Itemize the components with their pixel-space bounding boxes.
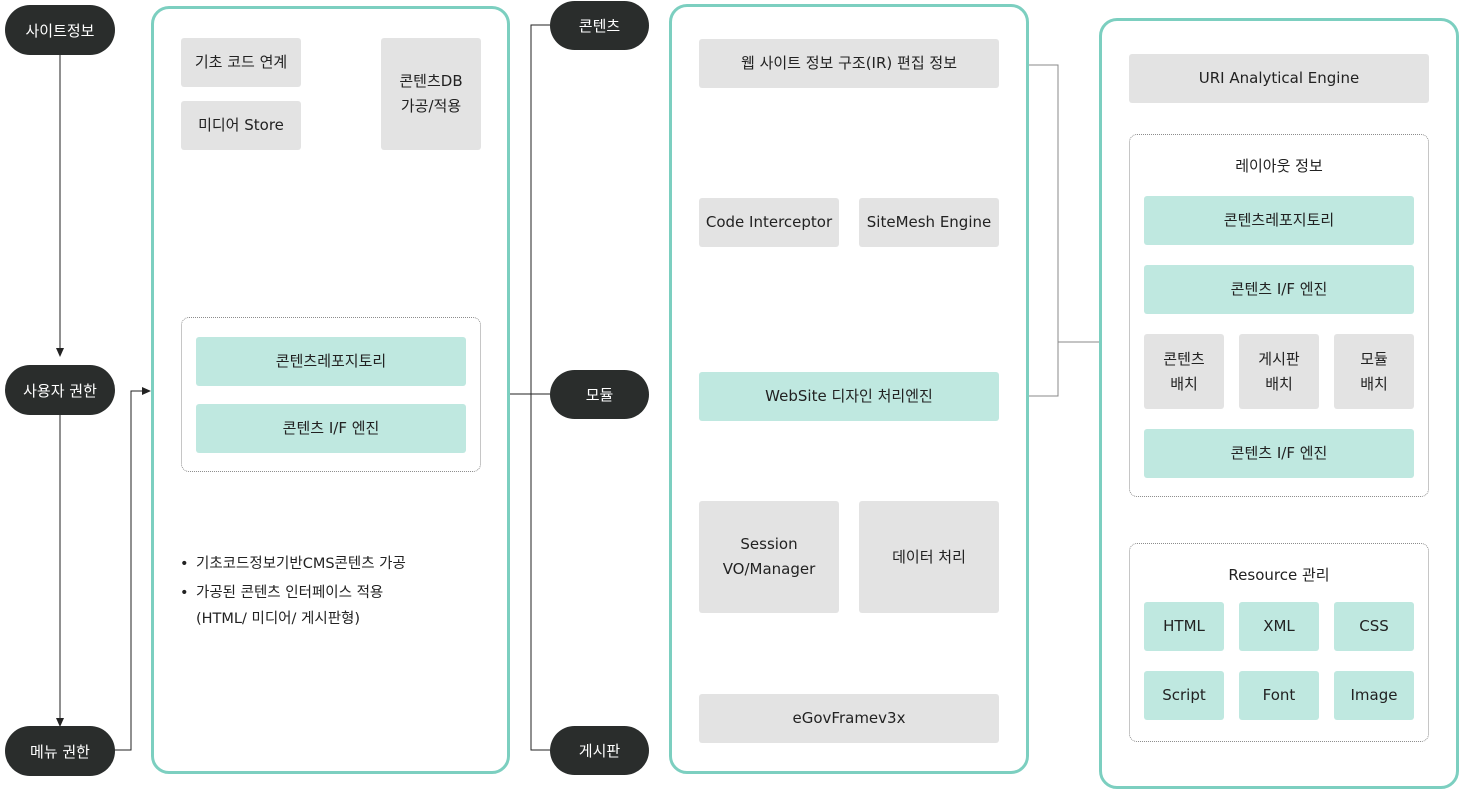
sitemesh-engine-box: SiteMesh Engine [859,198,999,247]
layout-content-if-engine-box: 콘텐츠 I/F 엔진 [1144,265,1414,314]
site-info-pill: 사이트정보 [5,5,115,55]
resource-xml: XML [1239,602,1319,651]
arrow-menu-to-panel1 [110,387,151,751]
bullet-item: • 가공된 콘텐츠 인터페이스 적용 (HTML/ 미디어/ 게시판형) [180,581,490,632]
resource-html: HTML [1144,602,1224,651]
website-structure-box: 웹 사이트 정보 구조(IR) 편집 정보 [699,39,999,88]
code-interceptor-box: Code Interceptor [699,198,839,247]
resource-script: Script [1144,671,1224,720]
board-placement-box: 게시판 배치 [1239,334,1319,409]
bullet-text: 가공된 콘텐츠 인터페이스 적용 (HTML/ 미디어/ 게시판형) [196,585,384,627]
bullet-item: • 기초코드정보기반CMS콘텐츠 가공 [180,552,490,577]
menu-permission-pill: 메뉴 권한 [5,726,115,776]
layout-content-repository-box: 콘텐츠레포지토리 [1144,196,1414,245]
uri-engine-box: URI Analytical Engine [1129,54,1429,103]
content-placement-box: 콘텐츠 배치 [1144,334,1224,409]
base-code-link-box: 기초 코드 연계 [181,38,301,87]
content-db-box: 콘텐츠DB 가공/적용 [381,38,481,150]
layout-info-title: 레이아웃 정보 [1235,157,1323,175]
content-repository-box: 콘텐츠레포지토리 [196,337,466,386]
media-store-box: 미디어 Store [181,101,301,150]
module-pill: 모듈 [550,370,649,419]
module-placement-box: 모듈 배치 [1334,334,1414,409]
resource-css: CSS [1334,602,1414,651]
resource-font: Font [1239,671,1319,720]
bracket-middle [530,24,550,751]
egov-framework-box: eGovFramev3x [699,694,999,743]
website-design-engine-box: WebSite 디자인 처리엔진 [699,372,999,421]
bullet-text: 기초코드정보기반CMS콘텐츠 가공 [196,556,406,572]
layout-content-if-engine-box-2: 콘텐츠 I/F 엔진 [1144,429,1414,478]
resource-group [1129,543,1429,742]
session-manager-box: Session VO/Manager [699,501,839,613]
board-pill: 게시판 [550,726,649,775]
data-processing-box: 데이터 처리 [859,501,999,613]
resource-image: Image [1334,671,1414,720]
contents-pill: 콘텐츠 [550,1,649,50]
layout-info-group [1129,134,1429,497]
content-engine-group [181,317,481,472]
content-if-engine-box: 콘텐츠 I/F 엔진 [196,404,466,453]
resource-title: Resource 관리 [1228,566,1330,584]
user-permission-pill: 사용자 권한 [5,365,115,415]
bullet-list: • 기초코드정보기반CMS콘텐츠 가공 • 가공된 콘텐츠 인터페이스 적용 (… [180,552,490,632]
